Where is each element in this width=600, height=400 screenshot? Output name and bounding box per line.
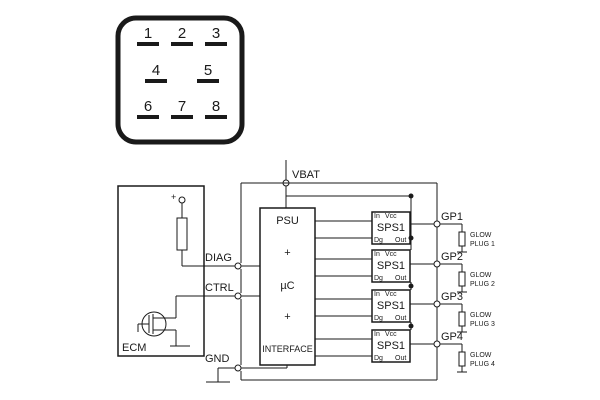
sps1-1-in-label: In bbox=[374, 213, 380, 220]
glow-plug-2-element bbox=[458, 271, 466, 287]
pin-7-label: 7 bbox=[178, 98, 186, 115]
sps1-4-vcc-label: Vcc bbox=[385, 331, 397, 338]
sps1-3-in-label: In bbox=[374, 291, 380, 298]
ecm-supply-terminal bbox=[178, 196, 186, 204]
sps1-3-out-label: Out bbox=[395, 315, 406, 322]
sps1-switch-4 bbox=[371, 329, 411, 363]
gp4-label: GP4 bbox=[441, 331, 463, 343]
pin-2-label: 2 bbox=[178, 25, 186, 42]
pin-3-label: 3 bbox=[212, 25, 220, 42]
pin-7-bar bbox=[171, 115, 193, 119]
pin-8-bar bbox=[205, 115, 227, 119]
gp3-terminal bbox=[433, 300, 441, 308]
sps1-3-vcc-label: Vcc bbox=[385, 291, 397, 298]
ctrl-label: CTRL bbox=[205, 282, 234, 294]
connector-pinout: 1 2 3 4 5 6 7 8 bbox=[115, 15, 245, 145]
pullup-resistor bbox=[176, 217, 188, 251]
sps1-1-dg-label: Dg bbox=[374, 237, 383, 244]
glow-plug-2-line2: PLUG 2 bbox=[470, 281, 495, 288]
glow-plug-1-line2: PLUG 1 bbox=[470, 241, 495, 248]
controller-block: PSU + µC + INTERFACE bbox=[241, 186, 411, 369]
glow-plug-4-line2: PLUG 4 bbox=[470, 361, 495, 368]
sps1-2-name: SPS1 bbox=[377, 260, 405, 272]
gp1-label: GP1 bbox=[441, 211, 463, 223]
sps1-4-in-label: In bbox=[374, 331, 380, 338]
sps1-1-vcc-label: Vcc bbox=[385, 213, 397, 220]
gp4-terminal bbox=[433, 340, 441, 348]
glow-plug-2-line1: GLOW bbox=[470, 272, 492, 279]
sps1-2-out-label: Out bbox=[395, 275, 406, 282]
gp1-terminal bbox=[433, 220, 441, 228]
channel-2: In Vcc SPS1 Dg Out GP2 GLOW PLUG 2 bbox=[315, 196, 495, 293]
channel-1: In Vcc SPS1 Dg Out GP1 GLOW PLUG 1 bbox=[315, 193, 495, 253]
sps1-1-out-label: Out bbox=[395, 237, 406, 244]
controller-plus-2: + bbox=[284, 311, 290, 323]
gnd-label: GND bbox=[205, 353, 230, 365]
vbat-label: VBAT bbox=[292, 169, 320, 181]
sps1-3-name: SPS1 bbox=[377, 300, 405, 312]
sps1-switch-2 bbox=[371, 249, 411, 283]
pin-5-label: 5 bbox=[204, 62, 212, 79]
gp3-label: GP3 bbox=[441, 291, 463, 303]
psu-label: PSU bbox=[276, 215, 299, 227]
glow-plug-4-line1: GLOW bbox=[470, 352, 492, 359]
glow-plug-4-element bbox=[458, 351, 466, 367]
microcontroller-label: µC bbox=[280, 280, 294, 292]
glow-plug-3-element bbox=[458, 311, 466, 327]
diag-label: DIAG bbox=[205, 252, 232, 264]
ecm-outline bbox=[117, 185, 205, 357]
sps1-3-dg-label: Dg bbox=[374, 315, 383, 322]
gp2-label: GP2 bbox=[441, 251, 463, 263]
glow-plug-3-line2: PLUG 3 bbox=[470, 321, 495, 328]
pin-6-bar bbox=[137, 115, 159, 119]
glow-plug-3-line1: GLOW bbox=[470, 312, 492, 319]
controller-plus-1: + bbox=[284, 247, 290, 259]
sps1-1-name: SPS1 bbox=[377, 222, 405, 234]
switch-channels: In Vcc SPS1 Dg Out GP1 GLOW PLUG 1 In Vc… bbox=[315, 193, 495, 373]
pin-2-bar bbox=[171, 42, 193, 46]
sps1-4-name: SPS1 bbox=[377, 340, 405, 352]
sps1-2-vcc-label: Vcc bbox=[385, 251, 397, 258]
glow-plug-1-element bbox=[458, 231, 466, 247]
pin-1-label: 1 bbox=[144, 25, 152, 42]
gnd-terminal bbox=[234, 364, 242, 372]
pin-4-bar bbox=[145, 79, 167, 83]
sps1-2-in-label: In bbox=[374, 251, 380, 258]
pin-3-bar bbox=[205, 42, 227, 46]
pin-6-label: 6 bbox=[144, 98, 152, 115]
pin-1-bar bbox=[137, 42, 159, 46]
ecm-label: ECM bbox=[122, 342, 146, 354]
pin-5-bar bbox=[197, 79, 219, 83]
channel-4: In Vcc SPS1 Dg Out GP4 GLOW PLUG 4 bbox=[315, 322, 495, 373]
pin-4-label: 4 bbox=[152, 62, 160, 79]
diag-terminal bbox=[234, 262, 242, 270]
sps1-4-dg-label: Dg bbox=[374, 355, 383, 362]
sps1-4-out-label: Out bbox=[395, 355, 406, 362]
glow-plug-1-line1: GLOW bbox=[470, 232, 492, 239]
interface-label: INTERFACE bbox=[262, 344, 313, 354]
ctrl-terminal bbox=[234, 292, 242, 300]
ecm-block: + ECM bbox=[117, 185, 238, 357]
gp2-terminal bbox=[433, 260, 441, 268]
pin-8-label: 8 bbox=[212, 98, 220, 115]
channel-3: In Vcc SPS1 Dg Out GP3 GLOW PLUG 3 bbox=[315, 282, 495, 333]
ecm-supply-plus: + bbox=[171, 192, 176, 202]
sps1-switch-3 bbox=[371, 289, 411, 323]
sps1-switch-1 bbox=[371, 211, 411, 245]
sps1-2-dg-label: Dg bbox=[374, 275, 383, 282]
connector-outline bbox=[115, 15, 245, 145]
